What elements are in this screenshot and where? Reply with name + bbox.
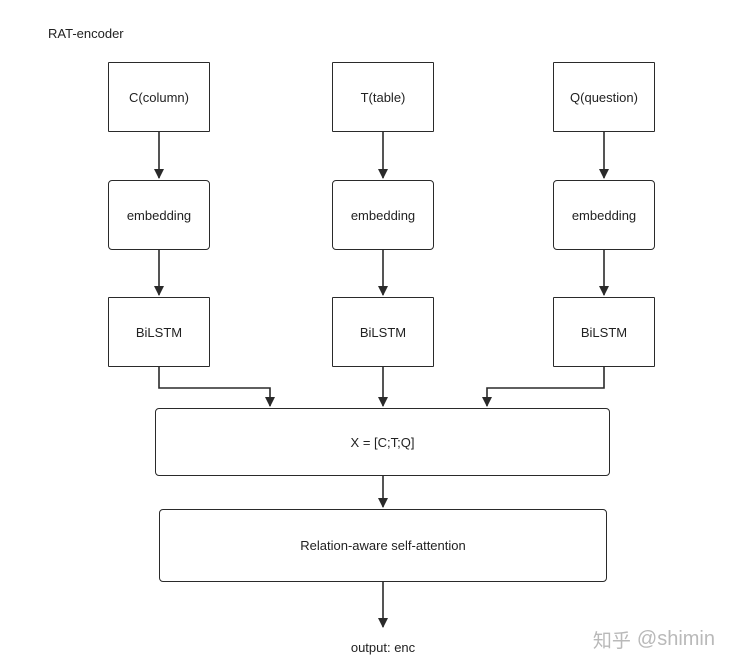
bilstm-question-label: BiLSTM	[580, 324, 628, 340]
input-question-label: Q(question)	[570, 89, 638, 105]
input-column-node: C(column)	[108, 62, 210, 132]
input-table-node: T(table)	[332, 62, 434, 132]
embedding-table-node: embedding	[332, 180, 434, 250]
bilstm-column-node: BiLSTM	[108, 297, 210, 367]
embedding-table-label: embedding	[350, 207, 416, 223]
bilstm-question-node: BiLSTM	[553, 297, 655, 367]
concat-node: X = [C;T;Q]	[155, 408, 610, 476]
attention-node: Relation-aware self-attention	[159, 509, 607, 582]
embedding-question-node: embedding	[553, 180, 655, 250]
edge-question-bilstm-to-concat	[482, 367, 605, 407]
embedding-column-label: embedding	[126, 207, 192, 223]
bilstm-table-node: BiLSTM	[332, 297, 434, 367]
bilstm-table-label: BiLSTM	[359, 324, 407, 340]
input-column-label: C(column)	[129, 89, 189, 105]
watermark-site: 知乎	[592, 630, 631, 652]
embedding-question-label: embedding	[571, 207, 637, 223]
output-label: output: enc	[350, 640, 416, 655]
embedding-column-node: embedding	[108, 180, 210, 250]
bilstm-column-label: BiLSTM	[135, 324, 183, 340]
input-table-label: T(table)	[360, 89, 406, 105]
watermark-handle: @shimin	[636, 628, 715, 650]
watermark: 知乎 @shimin	[593, 626, 715, 653]
input-question-node: Q(question)	[553, 62, 655, 132]
edge-column-bilstm-to-concat	[158, 367, 275, 407]
concat-label: X = [C;T;Q]	[350, 434, 415, 450]
attention-label: Relation-aware self-attention	[300, 538, 466, 553]
diagram-title: RAT-encoder	[48, 26, 124, 41]
